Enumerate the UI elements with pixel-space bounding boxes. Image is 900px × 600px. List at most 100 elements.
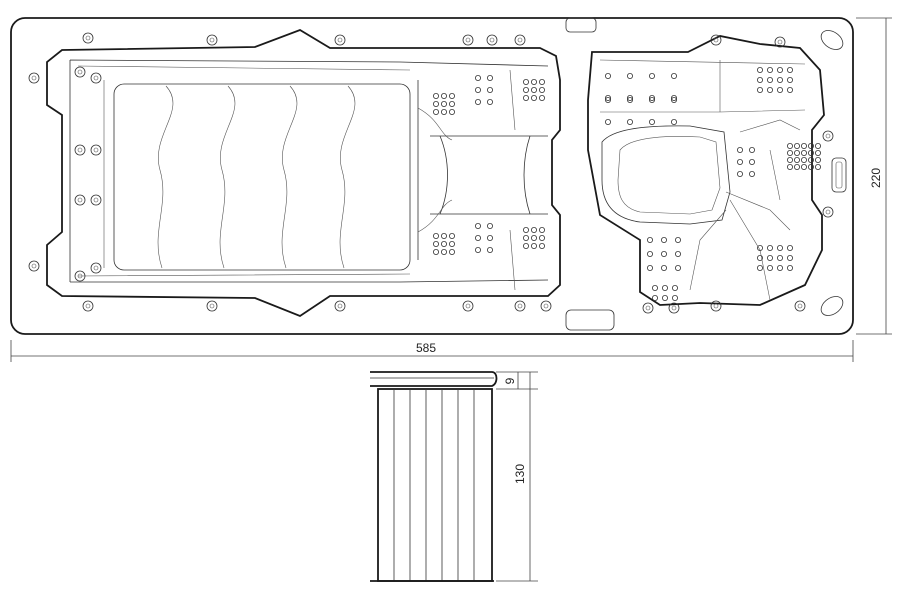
jet — [767, 77, 774, 84]
fixing-bolt-center — [85, 303, 91, 309]
fixing-bolt-center — [337, 37, 343, 43]
jet — [523, 87, 530, 94]
side-filter-slot — [831, 157, 847, 193]
fixing-bolt-center — [543, 303, 549, 309]
jet — [531, 95, 538, 102]
jet — [474, 246, 481, 253]
jet — [531, 79, 538, 86]
jet — [787, 254, 794, 261]
jet — [794, 156, 801, 163]
side-filter-slot-inner — [835, 161, 843, 189]
fixing-bolt-center — [31, 75, 37, 81]
jet — [531, 87, 538, 94]
jet — [531, 226, 538, 233]
jet — [605, 119, 612, 126]
dimension-length-label: 585 — [416, 341, 436, 355]
jet — [794, 149, 801, 156]
jet — [808, 163, 815, 170]
dimension-height: 9 130 — [496, 371, 538, 582]
dimension-lip-label: 9 — [503, 377, 517, 384]
jet — [808, 149, 815, 156]
fixing-bolt-center — [517, 37, 523, 43]
side-view — [370, 371, 498, 582]
spa-lounge-seat — [601, 125, 731, 225]
jet — [777, 77, 784, 84]
jet — [523, 226, 530, 233]
fixing-bolt — [90, 144, 102, 156]
jet — [448, 101, 455, 108]
spa-seat-dividers — [689, 119, 801, 301]
fixing-bolt-center — [85, 35, 91, 41]
fixing-bolt-center — [645, 305, 651, 311]
fixing-bolt-center — [825, 133, 831, 139]
jet — [777, 244, 784, 251]
spa-zone-inner-edge — [599, 59, 806, 113]
jet — [448, 232, 455, 239]
jet — [767, 87, 774, 94]
jet — [539, 87, 546, 94]
jet — [672, 294, 679, 301]
fixing-bolt — [774, 36, 786, 48]
jet — [661, 236, 668, 243]
swim-lane-inner-edge-2 — [77, 65, 411, 277]
fixing-bolt — [462, 300, 474, 312]
fixing-bolt — [74, 194, 86, 206]
fixing-bolt — [74, 144, 86, 156]
fixing-bolt — [82, 32, 94, 44]
mounting-tabs-top — [565, 17, 615, 331]
jet — [675, 250, 682, 257]
jet — [808, 142, 815, 149]
jet — [671, 119, 678, 126]
jet — [787, 77, 794, 84]
fixing-bolt-center — [77, 197, 83, 203]
jet — [474, 234, 481, 241]
spa-zone-outline — [587, 35, 825, 306]
jet — [539, 95, 546, 102]
dimension-length: 585 — [10, 340, 854, 362]
jet — [801, 163, 808, 170]
jet — [767, 264, 774, 271]
fixing-bolt-center — [777, 39, 783, 45]
jet — [787, 244, 794, 251]
jet — [787, 163, 794, 170]
fixing-bolt-center — [517, 303, 523, 309]
jet — [627, 95, 634, 102]
jet — [787, 87, 794, 94]
fixing-bolt-center — [77, 69, 83, 75]
jet — [671, 73, 678, 80]
spa-outer-shell — [10, 17, 854, 335]
top-view — [10, 17, 854, 335]
jet — [801, 156, 808, 163]
jet — [627, 119, 634, 126]
jet — [448, 109, 455, 116]
jet — [808, 156, 815, 163]
fixing-bolt-center — [489, 37, 495, 43]
jet — [523, 242, 530, 249]
jet — [749, 146, 756, 153]
jet — [627, 97, 634, 104]
jet — [757, 77, 764, 84]
fixing-bolt — [486, 34, 498, 46]
jet — [647, 264, 654, 271]
jet — [662, 294, 669, 301]
jet — [523, 234, 530, 241]
fixing-bolt — [668, 302, 680, 314]
jet — [486, 99, 493, 106]
fixing-bolt — [74, 270, 86, 282]
jet — [486, 87, 493, 94]
jet — [440, 109, 447, 116]
jet — [662, 284, 669, 291]
jet — [432, 93, 439, 100]
jet — [432, 232, 439, 239]
jet — [539, 234, 546, 241]
jet — [440, 232, 447, 239]
fixing-bolt — [710, 300, 722, 312]
jet — [767, 67, 774, 74]
fixing-bolt-center — [93, 147, 99, 153]
jet — [440, 240, 447, 247]
fixing-bolt-center — [671, 305, 677, 311]
fixing-bolt-center — [77, 147, 83, 153]
fixing-bolt — [28, 260, 40, 272]
fixing-bolt — [90, 262, 102, 274]
